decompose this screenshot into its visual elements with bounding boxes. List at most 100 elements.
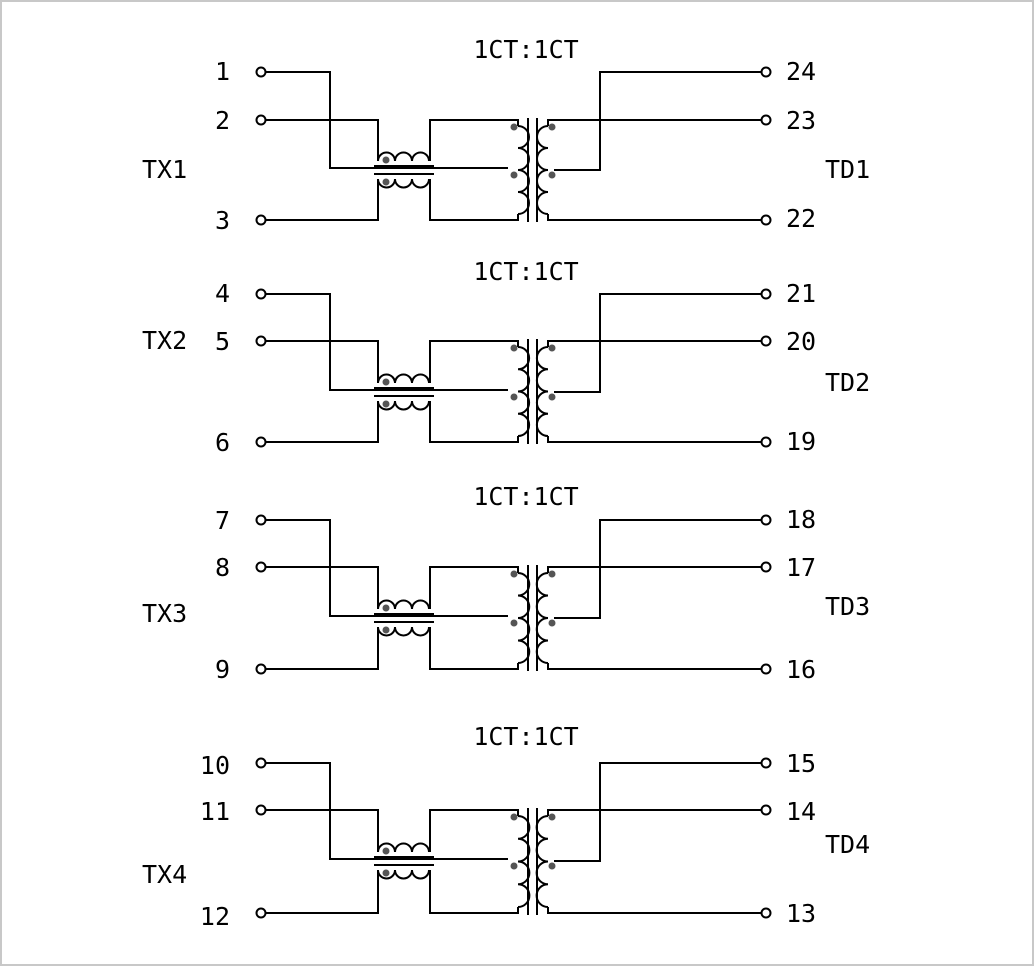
secondary-winding bbox=[536, 125, 549, 215]
left-pin-terminal bbox=[255, 907, 267, 919]
polarity-dot bbox=[510, 344, 518, 352]
input-wire-upper bbox=[266, 566, 379, 609]
polarity-dot bbox=[548, 123, 556, 131]
primary-wire-bottom bbox=[429, 179, 519, 221]
primary-wire-bottom bbox=[429, 627, 519, 670]
secondary-wire-bottom bbox=[547, 436, 761, 443]
left-pin-terminal bbox=[255, 436, 267, 448]
left-pin-terminal bbox=[255, 561, 267, 573]
left-pin-number: 1 bbox=[215, 57, 230, 86]
left-pin-terminal bbox=[255, 663, 267, 675]
right-port-label: TD2 bbox=[825, 368, 870, 397]
choke-winding-upper bbox=[377, 373, 430, 384]
polarity-dot bbox=[510, 813, 518, 821]
choke-winding-lower bbox=[377, 400, 430, 411]
left-port-label: TX2 bbox=[142, 326, 187, 355]
left-port-label: TX1 bbox=[142, 155, 187, 184]
right-pin-terminal bbox=[760, 335, 772, 347]
choke-winding-upper bbox=[377, 151, 430, 162]
right-pin-number: 17 bbox=[786, 553, 816, 582]
primary-wire-top bbox=[429, 340, 519, 383]
right-port-label: TD4 bbox=[825, 830, 870, 859]
left-pin-number: 4 bbox=[215, 279, 230, 308]
left-pin-number: 10 bbox=[200, 751, 230, 780]
right-pin-terminal bbox=[760, 514, 772, 526]
left-pin-number: 9 bbox=[215, 655, 230, 684]
polarity-dot bbox=[548, 171, 556, 179]
secondary-winding bbox=[535, 572, 549, 664]
input-wire-lower bbox=[266, 179, 379, 221]
right-pin-terminal bbox=[760, 663, 772, 675]
choke-winding-lower bbox=[377, 178, 430, 189]
left-pin-number: 6 bbox=[215, 428, 230, 457]
right-pin-number: 16 bbox=[786, 655, 816, 684]
right-pin-number: 24 bbox=[786, 57, 816, 86]
primary-wire-top bbox=[429, 119, 519, 161]
left-pin-terminal bbox=[255, 214, 267, 226]
secondary-center-tap-wire bbox=[554, 293, 761, 393]
right-pin-number: 22 bbox=[786, 204, 816, 233]
polarity-dot bbox=[382, 378, 390, 386]
input-wire-lower bbox=[266, 870, 379, 914]
left-pin-terminal bbox=[255, 757, 267, 769]
right-pin-terminal bbox=[760, 288, 772, 300]
secondary-wire-bottom bbox=[547, 907, 761, 914]
right-pin-number: 23 bbox=[786, 106, 816, 135]
polarity-dot bbox=[548, 570, 556, 578]
right-pin-terminal bbox=[760, 114, 772, 126]
secondary-wire-top bbox=[547, 809, 761, 816]
ratio-label: 1CT:1CT bbox=[473, 35, 578, 64]
left-pin-number: 7 bbox=[215, 506, 230, 535]
right-pin-number: 20 bbox=[786, 327, 816, 356]
right-pin-number: 21 bbox=[786, 279, 816, 308]
input-wire-upper bbox=[266, 119, 379, 161]
secondary-center-tap-wire bbox=[554, 71, 761, 171]
polarity-dot bbox=[382, 847, 390, 855]
polarity-dot bbox=[382, 400, 390, 408]
choke-winding-lower bbox=[377, 626, 430, 637]
left-pin-terminal bbox=[255, 66, 267, 78]
right-pin-terminal bbox=[760, 561, 772, 573]
polarity-dot bbox=[548, 344, 556, 352]
left-pin-terminal bbox=[255, 514, 267, 526]
left-port-label: TX3 bbox=[142, 599, 187, 628]
right-pin-terminal bbox=[760, 757, 772, 769]
primary-wire-bottom bbox=[429, 870, 519, 914]
input-wire-lower bbox=[266, 627, 379, 670]
input-wire-upper bbox=[266, 340, 379, 383]
polarity-dot bbox=[382, 869, 390, 877]
polarity-dot bbox=[510, 393, 518, 401]
primary-wire-top bbox=[429, 809, 519, 852]
secondary-wire-top bbox=[547, 340, 761, 347]
left-pin-number: 3 bbox=[215, 206, 230, 235]
secondary-winding bbox=[535, 815, 549, 908]
left-pin-number: 12 bbox=[200, 902, 230, 931]
left-port-label: TX4 bbox=[142, 860, 187, 889]
polarity-dot bbox=[510, 619, 518, 627]
primary-wire-top bbox=[429, 566, 519, 609]
right-pin-number: 14 bbox=[786, 797, 816, 826]
choke-winding-upper bbox=[377, 599, 430, 610]
polarity-dot bbox=[382, 156, 390, 164]
polarity-dot bbox=[548, 813, 556, 821]
right-port-label: TD3 bbox=[825, 592, 870, 621]
polarity-dot bbox=[510, 570, 518, 578]
secondary-wire-bottom bbox=[547, 214, 761, 221]
secondary-wire-top bbox=[547, 119, 761, 126]
polarity-dot bbox=[510, 123, 518, 131]
ratio-label: 1CT:1CT bbox=[473, 257, 578, 286]
secondary-center-tap-wire bbox=[554, 762, 761, 862]
polarity-dot bbox=[548, 619, 556, 627]
right-pin-terminal bbox=[760, 804, 772, 816]
polarity-dot bbox=[548, 862, 556, 870]
right-pin-terminal bbox=[760, 436, 772, 448]
right-pin-terminal bbox=[760, 907, 772, 919]
ratio-label: 1CT:1CT bbox=[473, 722, 578, 751]
ratio-label: 1CT:1CT bbox=[473, 482, 578, 511]
polarity-dot bbox=[382, 626, 390, 634]
left-pin-terminal bbox=[255, 114, 267, 126]
